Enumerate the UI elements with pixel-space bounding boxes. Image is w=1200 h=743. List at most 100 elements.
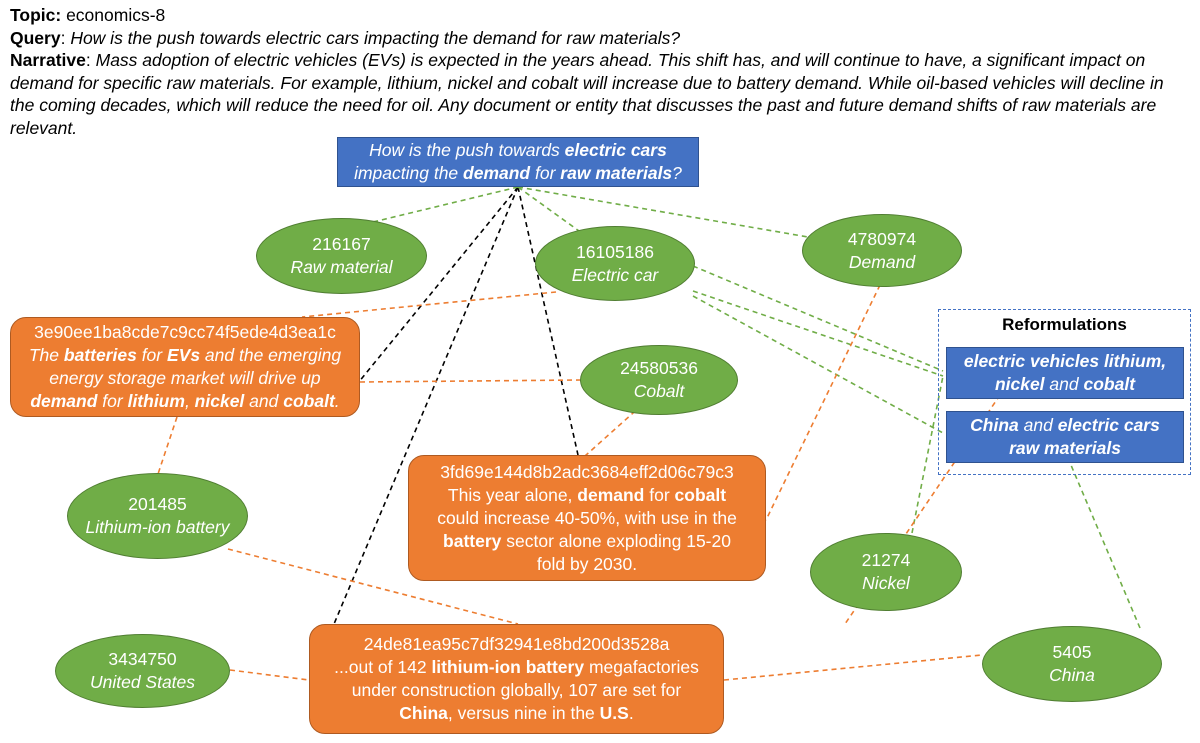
text-segment: and: [244, 391, 284, 411]
text-segment: demand: [577, 484, 645, 505]
text-segment: impacting the: [354, 163, 464, 183]
text-segment: raw materials: [1009, 438, 1121, 458]
edge-demand-document-2: [765, 284, 881, 521]
entity-label: Demand: [848, 251, 916, 272]
edge-cobalt-document-2: [584, 404, 643, 457]
text-segment: for: [136, 345, 167, 365]
text-segment: This year alone,: [447, 484, 578, 505]
document-id: 3e90ee1ba8cde7c9cc74f5ede4d3ea1c: [34, 322, 336, 342]
document-text: ...out of 142 lithium-ion battery megafa…: [334, 656, 699, 725]
query-line: Query: How is the push towards electric …: [10, 27, 681, 48]
entity-label: Raw material: [290, 257, 393, 277]
edge-query-electric-car: [517, 186, 587, 237]
entity-label: Electric car: [571, 264, 659, 285]
text-segment: raw materials: [560, 163, 673, 183]
text-segment: U.S: [599, 703, 629, 723]
text-segment: and: [1044, 374, 1084, 394]
text-line: This year alone, demand for cobalt: [437, 484, 737, 507]
document-text: The batteries for EVs and the emerging en…: [29, 344, 341, 413]
entity-label: United States: [89, 672, 196, 692]
document-node-3: 24de81ea95c7df32941e8bd200d3528a...out o…: [309, 624, 724, 734]
text-line: under construction globally, 107 are set…: [334, 679, 699, 702]
edge-electric-car-reformulation-1b: [692, 290, 944, 377]
document-id: 24de81ea95c7df32941e8bd200d3528a: [363, 634, 670, 654]
reformulations-title: Reformulations: [1002, 315, 1127, 334]
entity-id: 216167: [312, 234, 371, 254]
text-segment: ?: [672, 163, 682, 183]
entity-id: 24580536: [620, 358, 698, 378]
text-line: fold by 2030.: [437, 553, 737, 576]
text-segment: cobalt: [674, 484, 727, 505]
text-segment: megafactories: [584, 657, 699, 677]
edge-china-document-3: [723, 654, 983, 681]
text-line: energy storage market will drive up: [29, 367, 341, 390]
text-segment: batteries: [63, 345, 137, 365]
text-segment: ...out of 142: [334, 657, 432, 677]
text-line: impacting the demand for raw materials?: [354, 162, 682, 185]
narrative-line: Narrative: Mass adoption of electric veh…: [10, 50, 1164, 138]
edge-query-raw-material: [372, 186, 519, 223]
reformulation-1: electric vehicles lithium,nickel and cob…: [946, 347, 1184, 399]
edge-electric-car-document-1: [301, 291, 557, 318]
text-segment: under construction globally, 107 are set…: [351, 680, 682, 700]
text-segment: electric cars: [564, 140, 667, 160]
text-segment: and the emerging: [200, 345, 342, 365]
text-segment: cobalt: [1083, 374, 1136, 394]
text-segment: ,: [184, 391, 195, 411]
text-segment: could increase 40-50%, with use in the: [437, 507, 737, 528]
text-segment: for: [644, 484, 675, 505]
entity-label: Lithium-ion battery: [85, 517, 230, 537]
entity-id: 21274: [861, 550, 911, 570]
edge-document-1-lithium-ion-battery: [157, 416, 178, 475]
text-segment: , versus nine in the: [447, 703, 600, 723]
text-segment: electric vehicles lithium,: [963, 351, 1167, 371]
text-segment: battery: [443, 530, 502, 551]
text-segment: lithium-ion battery: [431, 657, 585, 677]
edge-query-document-1: [357, 186, 519, 384]
edge-united-states-document-3: [229, 669, 310, 681]
text-segment: China: [399, 703, 448, 723]
entity-id: 3434750: [108, 649, 177, 669]
text-segment: .: [628, 703, 634, 723]
entity-id: 201485: [128, 494, 187, 514]
text-segment: The: [28, 345, 64, 365]
text-line: nickel and cobalt: [995, 373, 1135, 396]
reformulations-box: [938, 309, 1191, 475]
edge-document-1-cobalt: [359, 379, 581, 383]
edge-query-demand: [517, 186, 809, 238]
edge-china-reformulation-2: [1067, 457, 1141, 629]
text-segment: for: [530, 163, 561, 183]
text-segment: nickel: [194, 391, 245, 411]
entity-label: Nickel: [862, 573, 910, 593]
text-segment: How is the push towards: [369, 140, 565, 160]
text-segment: sector alone exploding 15-20: [501, 530, 731, 551]
entity-label: China: [1049, 665, 1095, 685]
text-line: could increase 40-50%, with use in the: [437, 507, 737, 530]
text-line: China, versus nine in the U.S.: [334, 702, 699, 725]
entity-label: Cobalt: [633, 381, 685, 401]
text-segment: energy storage market will drive up: [49, 368, 321, 388]
document-id: 3fd69e144d8b2adc3684eff2d06c79c3: [440, 461, 734, 482]
text-segment: EVs: [166, 345, 201, 365]
entity-id: 4780974: [847, 228, 917, 249]
text-segment: cobalt: [283, 391, 335, 411]
text-line: raw materials: [1009, 437, 1121, 460]
text-segment: demand: [463, 163, 531, 183]
text-line: demand for lithium, nickel and cobalt.: [29, 390, 341, 413]
text-segment: electric cars: [1057, 415, 1160, 435]
text-segment: and: [1018, 415, 1058, 435]
text-line: electric vehicles lithium,: [964, 350, 1166, 373]
text-line: How is the push towards electric cars: [369, 139, 667, 162]
